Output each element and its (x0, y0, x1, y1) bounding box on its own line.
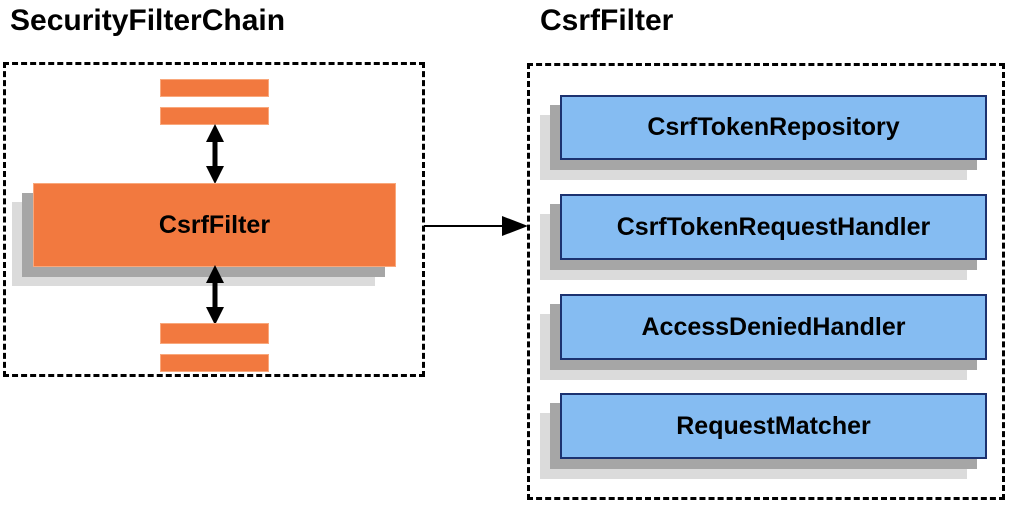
generic-filter-bar (160, 107, 269, 125)
csrf-filter-container (527, 63, 1005, 500)
csrf-filter-box: CsrfFilter (33, 183, 396, 267)
csrf-filter-title: CsrfFilter (540, 4, 674, 37)
bidirectional-arrow-icon (206, 265, 224, 325)
component-box-label: CsrfTokenRequestHandler (616, 212, 931, 241)
component-box-access-denied-handler: AccessDeniedHandler (560, 294, 987, 360)
component-box-csrf-token-request-handler: CsrfTokenRequestHandler (560, 194, 987, 260)
flow-arrow-icon (424, 216, 528, 236)
component-box-request-matcher: RequestMatcher (560, 393, 987, 459)
component-box-label: RequestMatcher (676, 411, 871, 440)
component-box-csrf-token-repository: CsrfTokenRepository (560, 95, 987, 160)
generic-filter-bar (160, 79, 269, 97)
security-filter-chain-container (3, 62, 425, 377)
generic-filter-bar (160, 323, 269, 344)
component-box-label: AccessDeniedHandler (641, 312, 906, 341)
csrf-filter-box-label: CsrfFilter (158, 210, 271, 239)
bidirectional-arrow-icon (206, 124, 224, 184)
generic-filter-bar (160, 354, 269, 372)
security-filter-chain-title: SecurityFilterChain (10, 4, 286, 37)
component-box-label: CsrfTokenRepository (647, 113, 900, 141)
